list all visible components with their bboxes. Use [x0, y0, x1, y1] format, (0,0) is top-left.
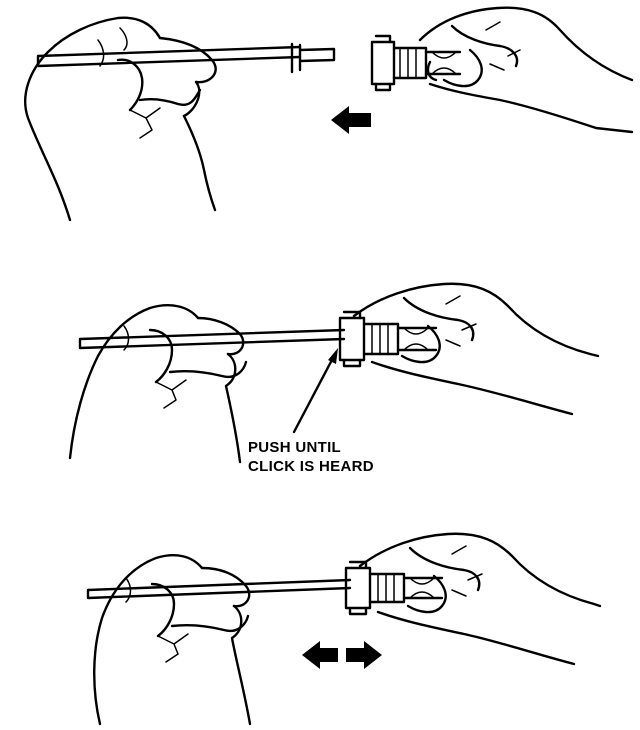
- left-right-arrow-icon: [302, 641, 382, 669]
- callout-line-2: CLICK IS HEARD: [248, 458, 374, 475]
- step-3-panel: [86, 532, 602, 726]
- right-hand: [358, 532, 602, 666]
- tube: [86, 578, 352, 600]
- left-hand: [24, 16, 217, 222]
- right-hand: [352, 282, 600, 416]
- left-hand: [93, 554, 252, 726]
- connector: [344, 560, 444, 616]
- left-arrow-icon: [331, 106, 371, 134]
- callout-line-1: PUSH UNTIL: [248, 439, 341, 456]
- step-1-panel: [24, 6, 634, 222]
- connector: [338, 310, 438, 368]
- tube: [78, 328, 346, 350]
- step-2-panel: PUSH UNTIL CLICK IS HEARD: [68, 282, 600, 475]
- tube: [36, 42, 336, 74]
- right-hand-with-connector: [370, 6, 634, 134]
- callout-leader: [292, 348, 338, 434]
- left-hand: [68, 304, 248, 464]
